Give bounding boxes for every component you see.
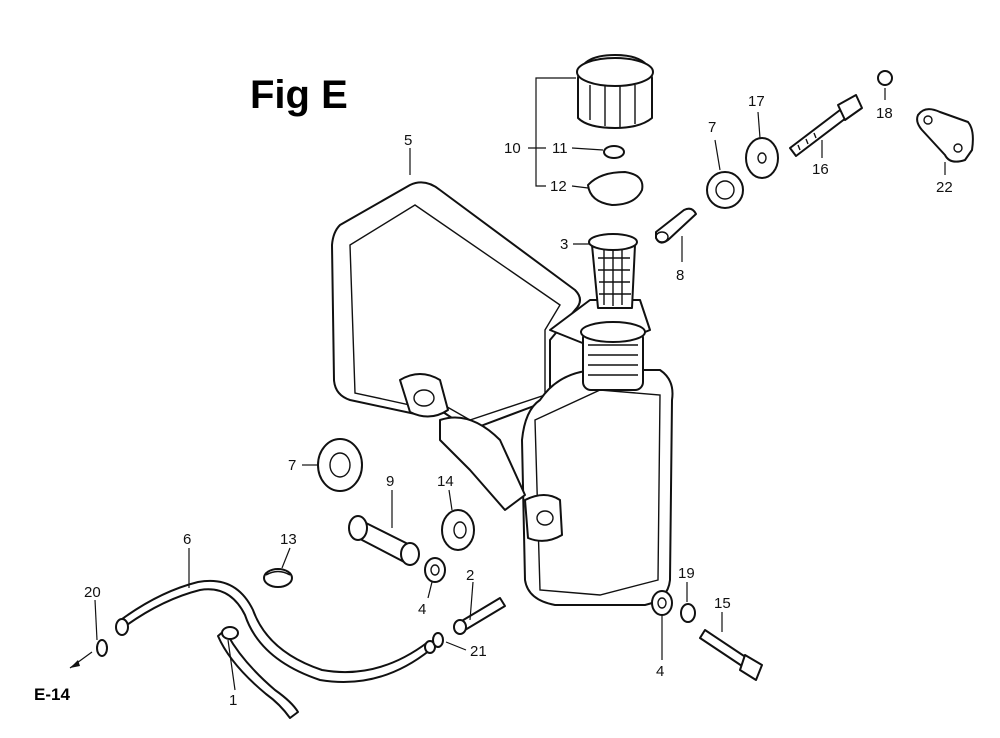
flange-bolt-16	[789, 94, 863, 157]
callout-14: 14	[437, 473, 454, 490]
callout-10: 10	[504, 140, 521, 157]
callout-1: 1	[229, 692, 237, 709]
nut-4-right	[651, 590, 673, 616]
callout-4-left: 4	[418, 601, 426, 618]
callout-11: 11	[552, 140, 568, 157]
grommet-lower	[317, 438, 363, 492]
callout-7-upper: 7	[708, 119, 716, 136]
washer-17	[745, 137, 779, 179]
grommet-upper	[706, 171, 744, 209]
cap-packing	[587, 171, 644, 206]
clip-21	[432, 632, 444, 648]
fuel-tank	[331, 181, 674, 606]
fuel-strainer	[588, 233, 638, 309]
callout-21: 21	[470, 643, 487, 660]
hose-clip-13	[263, 568, 293, 588]
nut-4-left	[424, 557, 446, 583]
callout-5: 5	[404, 132, 412, 149]
callout-18: 18	[876, 105, 893, 122]
fuel-hose	[115, 579, 436, 719]
clip-20	[96, 639, 108, 657]
bolt-15	[699, 629, 763, 681]
collar-9	[348, 515, 420, 566]
callout-9: 9	[386, 473, 394, 490]
o-ring	[603, 145, 625, 159]
callout-22: 22	[936, 179, 953, 196]
callout-7-lower: 7	[288, 457, 296, 474]
callout-17: 17	[748, 93, 765, 110]
leader-lines	[69, 77, 946, 691]
fuel-cap	[576, 54, 654, 129]
callout-labels: 5 10 11 12 3 8 7 17 16 18 22 7 9 14 4 13…	[84, 93, 953, 709]
bracket-22	[916, 108, 974, 163]
callout-20: 20	[84, 584, 101, 601]
collar	[655, 207, 697, 244]
figure-title: Fig E	[250, 73, 348, 117]
callout-2: 2	[466, 567, 474, 584]
cross-reference-label: E-14	[34, 685, 70, 704]
grommet-14	[441, 509, 475, 551]
callout-13: 13	[280, 531, 297, 548]
callout-3: 3	[560, 236, 568, 253]
callout-12: 12	[550, 178, 567, 195]
callout-19: 19	[678, 565, 695, 582]
washer-19	[680, 603, 696, 623]
callout-16: 16	[812, 161, 829, 178]
nut-18	[877, 70, 893, 86]
bolt-2	[453, 597, 506, 635]
callout-15: 15	[714, 595, 731, 612]
callout-6: 6	[183, 531, 191, 548]
callout-4-right: 4	[656, 663, 664, 680]
callout-8: 8	[676, 267, 684, 284]
